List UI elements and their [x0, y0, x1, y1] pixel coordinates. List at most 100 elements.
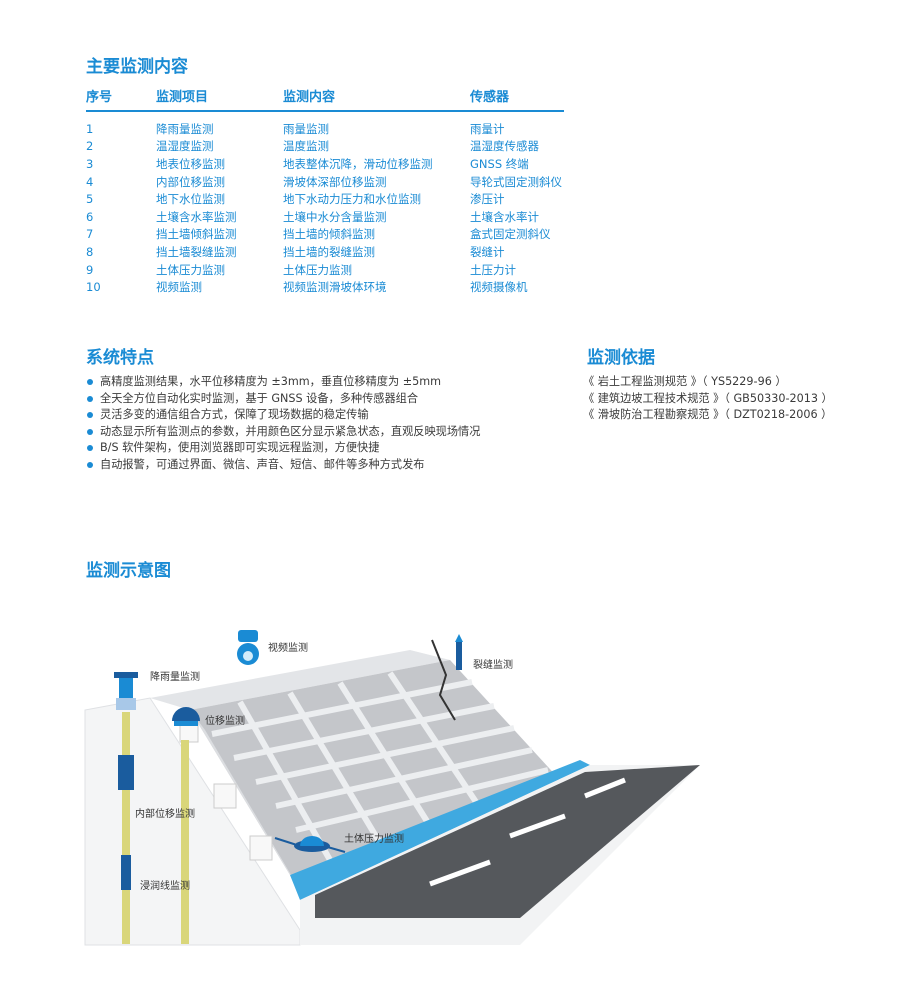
slope-grid: [211, 671, 549, 862]
slope-top-strip: [150, 650, 450, 710]
bullet-icon: [87, 445, 93, 452]
table-row: 8 挡土墙裂缝监测 挡土墙的裂缝监测 裂缝计: [86, 243, 562, 261]
row-sensor: 视频摄像机: [470, 280, 528, 295]
table-row: 2 温湿度监测 温度监测 温湿度传感器: [86, 138, 562, 156]
internal-displacement-sensor: [118, 755, 134, 790]
features-list: 高精度监测结果，水平位移精度为 ±3mm，垂直位移精度为 ±5mm 全天全方位自…: [86, 374, 480, 474]
row-sensor: 渗压计: [470, 192, 505, 207]
row-content: 视频监测滑坡体环境: [283, 280, 387, 295]
header-content: 监测内容: [283, 90, 336, 105]
row-item: 内部位移监测: [156, 174, 225, 189]
row-index: 4: [86, 174, 94, 189]
row-content: 地表整体沉降，滑动位移监测: [283, 156, 433, 171]
row-index: 10: [86, 280, 101, 295]
row-content: 挡土墙的倾斜监测: [283, 227, 375, 242]
row-index: 7: [86, 227, 94, 242]
header-index: 序号: [86, 90, 113, 105]
retaining-wall-pier: [249, 835, 273, 861]
basis-list: 《 岩土工程监测规范 》（ YS5229-96 ） 《 建筑边坡工程技术规范 》…: [583, 374, 833, 424]
inclinometer-pipe: [122, 712, 130, 944]
row-sensor: GNSS 终端: [470, 156, 529, 171]
basis-title: 监测依据: [587, 348, 655, 368]
label-internal: 内部位移监测: [135, 807, 195, 820]
label-soil-pressure: 土体压力监测: [344, 832, 404, 845]
row-index: 2: [86, 139, 94, 154]
feature-item: 动态显示所有监测点的参数，并用颜色区分显示紧急状态，直观反映现场情况: [86, 424, 480, 441]
label-crack: 裂缝监测: [473, 658, 513, 671]
bullet-icon: [87, 379, 93, 385]
row-content: 滑坡体深部位移监测: [283, 174, 387, 189]
row-index: 5: [86, 192, 94, 207]
row-content: 地下水动力压力和水位监测: [283, 192, 421, 207]
table-row: 4 内部位移监测 滑坡体深部位移监测 导轮式固定测斜仪: [86, 173, 562, 191]
features-title: 系统特点: [86, 348, 154, 368]
row-content: 挡土墙的裂缝监测: [283, 244, 375, 259]
label-seepage: 浸润线监测: [140, 879, 190, 892]
label-video: 视频监测: [268, 641, 308, 654]
table-row: 10 视频监测 视频监测滑坡体环境 视频摄像机: [86, 278, 562, 296]
row-content: 土壤中水分含量监测: [283, 209, 387, 224]
row-sensor: 雨量计: [470, 121, 505, 136]
table-row: 7 挡土墙倾斜监测 挡土墙的倾斜监测 盒式固定测斜仪: [86, 226, 562, 244]
header-item: 监测项目: [156, 90, 209, 105]
feature-text: 动态显示所有监测点的参数，并用颜色区分显示紧急状态，直观反映现场情况: [100, 424, 481, 438]
feature-item: B/S 软件架构，使用浏览器即可实现远程监测，方便快捷: [86, 440, 480, 457]
feature-text: 灵活多变的通信组合方式，保障了现场数据的稳定传输: [100, 408, 369, 422]
label-rain: 降雨量监测: [150, 670, 200, 683]
feature-text: 自动报警，可通过界面、微信、声音、短信、邮件等多种方式发布: [100, 457, 425, 471]
row-item: 挡土墙裂缝监测: [156, 244, 237, 259]
camera-icon: [237, 630, 259, 665]
rain-gauge-icon: [114, 672, 138, 710]
row-item: 视频监测: [156, 280, 202, 295]
seepage-sensor: [121, 855, 131, 890]
feature-item: 自动报警，可通过界面、微信、声音、短信、邮件等多种方式发布: [86, 457, 480, 474]
row-index: 8: [86, 244, 94, 259]
row-sensor: 裂缝计: [470, 244, 505, 259]
retaining-wall-pier: [213, 783, 237, 809]
seepage-pipe: [181, 740, 189, 944]
feature-text: 全天全方位自动化实时监测，基于 GNSS 设备，多种传感器组合: [100, 391, 419, 405]
label-displacement: 位移监测: [205, 714, 245, 727]
bullet-icon: [87, 428, 93, 435]
feature-item: 全天全方位自动化实时监测，基于 GNSS 设备，多种传感器组合: [86, 391, 480, 408]
road-surface: [315, 765, 700, 918]
row-item: 土体压力监测: [156, 262, 225, 277]
row-item: 降雨量监测: [156, 121, 214, 136]
soil-pressure-sensor-icon: [274, 836, 346, 853]
row-sensor: 土压力计: [470, 262, 516, 277]
basis-item: 《 建筑边坡工程技术规范 》（ GB50330-2013 ）: [583, 391, 833, 405]
basis-item: 《 岩土工程监测规范 》（ YS5229-96 ）: [583, 375, 787, 388]
gnss-dome-icon: [172, 707, 200, 726]
row-item: 地表位移监测: [156, 156, 225, 171]
row-item: 温湿度监测: [156, 139, 214, 154]
bullet-icon: [87, 412, 93, 419]
monitoring-title: 主要监测内容: [86, 57, 188, 77]
row-index: 9: [86, 262, 94, 277]
row-sensor: 盒式固定测斜仪: [470, 227, 551, 242]
crack-gauge-icon: [455, 634, 463, 670]
row-item: 挡土墙倾斜监测: [156, 227, 237, 242]
row-item: 土壤含水率监测: [156, 209, 237, 224]
drainage-channel: [290, 760, 590, 900]
row-content: 温度监测: [283, 139, 329, 154]
basis-item: 《 滑坡防治工程勘察规范 》（ DZT0218-2006 ）: [583, 408, 833, 422]
road-markings: [429, 777, 626, 887]
bullet-icon: [87, 461, 93, 468]
row-sensor: 温湿度传感器: [470, 139, 539, 154]
row-sensor: 土壤含水率计: [470, 209, 539, 224]
row-sensor: 导轮式固定测斜仪: [470, 174, 562, 189]
feature-item: 灵活多变的通信组合方式，保障了现场数据的稳定传输: [86, 407, 480, 424]
slope-monitoring-diagram: 视频监测 降雨量监测 裂缝监测 位移监测 内部位移监测 土体压力监测 浸润线监测: [84, 630, 700, 946]
feature-text: 高精度监测结果，水平位移精度为 ±3mm，垂直位移精度为 ±5mm: [100, 375, 442, 388]
table-row: 6 土壤含水率监测 土壤中水分含量监测 土壤含水率计: [86, 208, 562, 226]
bullet-icon: [87, 395, 93, 402]
crack-line: [431, 639, 456, 721]
row-content: 雨量监测: [283, 121, 329, 136]
row-index: 6: [86, 209, 94, 224]
feature-text: B/S 软件架构，使用浏览器即可实现远程监测，方便快捷: [100, 441, 380, 455]
